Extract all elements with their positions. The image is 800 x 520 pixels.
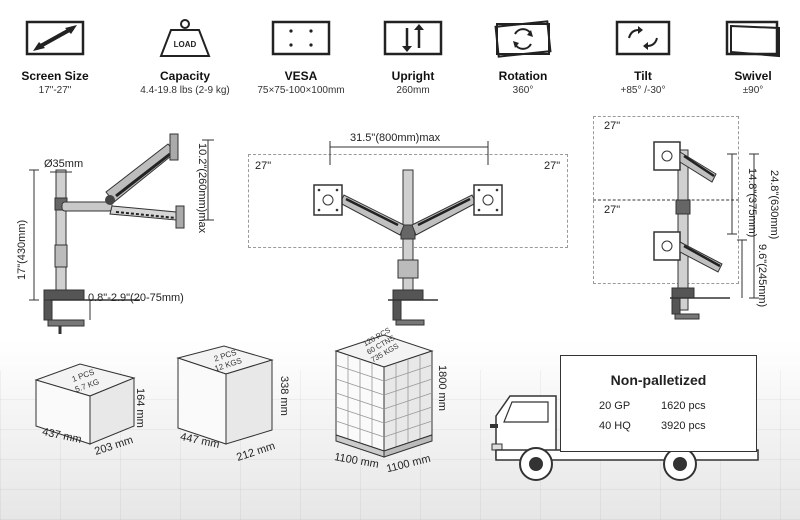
load-weight-icon: LOAD xyxy=(159,19,211,57)
pole-height-label: 17"(430mm) xyxy=(16,219,28,280)
truck-icon xyxy=(490,395,759,481)
feature-value: 360° xyxy=(512,85,534,96)
pole-diameter-label: Ø35mm xyxy=(44,158,84,170)
package-box-2: 2 PCS 12 KGS xyxy=(176,345,274,445)
shipping-qty-2: 3920 pcs xyxy=(661,420,706,432)
arm-height-label: 10.2"(260mm)max xyxy=(196,143,208,234)
package-box-1: 1 PCS 5.7 KG xyxy=(34,363,136,445)
box-2-height: 338 mm xyxy=(278,376,290,416)
vesa-icon xyxy=(271,20,331,56)
rotation-icon xyxy=(494,20,552,58)
swivel-icon xyxy=(725,20,780,58)
feature-title: VESA xyxy=(284,69,318,83)
feature-title: Screen Size xyxy=(21,69,89,83)
feature-value: 17"-27" xyxy=(38,85,72,96)
single-arm-diagram xyxy=(29,133,214,334)
stacked-arm-diagram xyxy=(653,141,759,320)
stacked-upper-range-label: 14.8"(375mm) xyxy=(746,168,758,238)
stacked-top-screen-label: 27" xyxy=(604,120,621,132)
feature-tilt: Tilt +85° /-30° xyxy=(588,18,698,96)
shipping-qty-1: 1620 pcs xyxy=(661,400,706,412)
feature-value: 260mm xyxy=(396,85,430,96)
shipping-title: Non-palletized xyxy=(610,372,707,388)
shipping-container-2: 40 HQ xyxy=(599,420,631,432)
upright-icon xyxy=(383,20,443,56)
feature-capacity: LOAD Capacity 4.4-19.8 lbs (2-9 kg) xyxy=(130,18,240,96)
tilt-icon xyxy=(615,20,671,56)
dual-left-screen-label: 27" xyxy=(255,160,272,172)
feature-title: Capacity xyxy=(159,69,211,83)
truck-cargo-box: Non-palletized 20 GP 1620 pcs 40 HQ 3920… xyxy=(560,355,757,452)
feature-value: ±90° xyxy=(742,85,764,96)
stacked-lower-range-label: 9.6"(245mm) xyxy=(756,244,768,308)
dual-right-screen-label: 27" xyxy=(544,160,561,172)
feature-screen-size: Screen Size 17"-27" xyxy=(0,18,110,96)
stacked-top-outline xyxy=(593,116,739,200)
feature-value: 75×75-100×100mm xyxy=(257,85,345,96)
load-icon-text: LOAD xyxy=(174,40,197,49)
feature-vesa: VESA 75×75-100×100mm xyxy=(246,18,356,96)
stacked-total-range-label: 24.8"(630mm) xyxy=(768,170,780,240)
feature-title: Upright xyxy=(391,69,435,83)
feature-swivel: Swivel ±90° xyxy=(698,18,800,96)
feature-value: +85° /-30° xyxy=(620,85,666,96)
screen-size-icon xyxy=(25,20,85,56)
clamp-range-label: 0.8"-2.9"(20-75mm) xyxy=(88,292,184,304)
stacked-bottom-outline xyxy=(593,200,739,284)
shipping-container-1: 20 GP xyxy=(599,400,631,412)
stacked-bottom-screen-label: 27" xyxy=(604,204,621,216)
dual-width-label: 31.5"(800mm)max xyxy=(350,132,441,144)
feature-rotation: Rotation 360° xyxy=(468,18,578,96)
feature-title: Tilt xyxy=(634,69,652,83)
pallet-stack: 120 PCS 60 CTNS 735 KGS xyxy=(334,325,434,458)
feature-value: 4.4-19.8 lbs (2-9 kg) xyxy=(140,85,230,96)
feature-upright: Upright 260mm xyxy=(358,18,468,96)
dual-arm-diagram xyxy=(313,141,503,326)
pallet-height: 1800 mm xyxy=(436,365,448,411)
feature-title: Rotation xyxy=(498,69,548,83)
feature-title: Swivel xyxy=(734,69,772,83)
box-1-height: 164 mm xyxy=(134,388,146,428)
